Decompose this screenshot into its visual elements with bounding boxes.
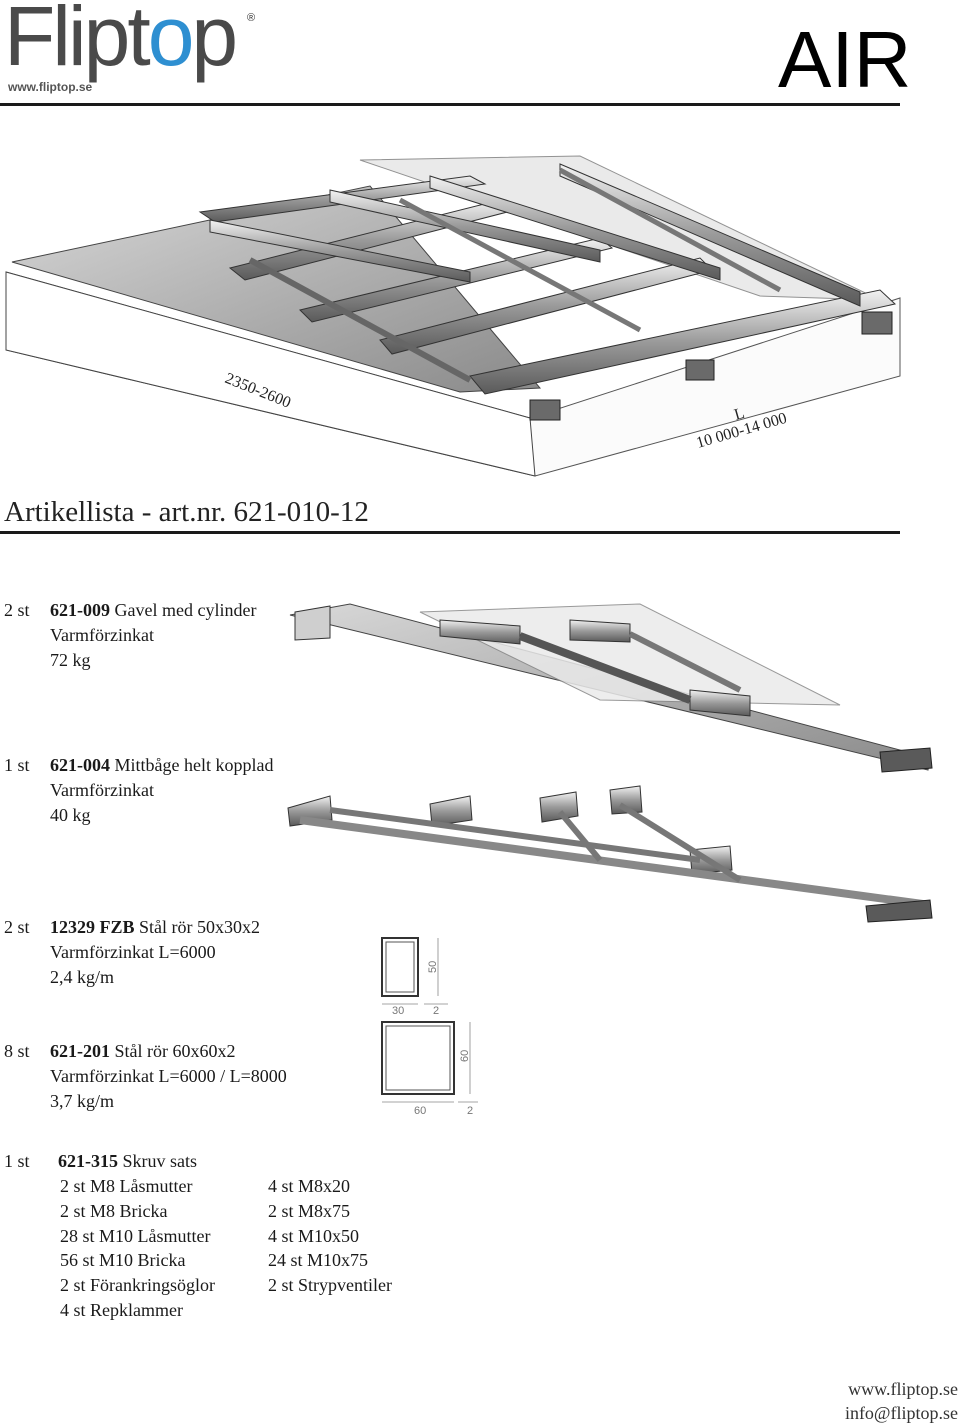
kit-part: 56 st M10 Bricka bbox=[60, 1250, 186, 1271]
profile-60x60-width-label: 60 bbox=[414, 1105, 426, 1117]
frame-assembly-drawing bbox=[5, 155, 901, 477]
profile-50x30-thickness-label: 2 bbox=[433, 1005, 439, 1017]
kit-part: 2 st M8 Låsmutter bbox=[60, 1176, 193, 1196]
fliptop-logo: Fliptop bbox=[4, 0, 238, 83]
item-weight: 2,4 kg/m bbox=[50, 967, 115, 987]
kit-part: 2 st Förankringsöglor bbox=[60, 1275, 215, 1296]
profile-60x60-thickness-label: 2 bbox=[467, 1105, 473, 1117]
profile-50x30-drawing bbox=[381, 937, 448, 1005]
kit-part: 4 st Repklammer bbox=[60, 1299, 183, 1320]
item-qty: 2 st bbox=[4, 917, 30, 937]
length-symbol-label: L bbox=[732, 405, 746, 424]
kit-qty: 1 st bbox=[4, 1151, 30, 1171]
item-code: 621-201 bbox=[50, 1041, 110, 1061]
item-finish: Varmförzinkat L=6000 / L=8000 bbox=[50, 1066, 287, 1086]
header-rule bbox=[0, 103, 900, 106]
product-title: AIR bbox=[778, 15, 912, 104]
item-qty: 8 st bbox=[4, 1041, 30, 1061]
kit-name: Skruv sats bbox=[122, 1151, 198, 1171]
kit-code: 621-315 bbox=[58, 1151, 118, 1171]
profile-50x30-height-label: 50 bbox=[427, 961, 439, 973]
kit-part: 4 st M10x50 bbox=[268, 1225, 360, 1246]
profile-60x60-drawing bbox=[381, 1021, 478, 1103]
kit-left-column: 2 st M8 Låsmutter 2 st M8 Bricka 28 st M… bbox=[60, 1174, 215, 1323]
item-name: Gavel med cylinder bbox=[114, 600, 257, 620]
registered-mark: ® bbox=[247, 12, 256, 24]
kit-right-column: 4 st M8x20 2 st M8x75 4 st M10x50 24 st … bbox=[268, 1174, 392, 1298]
list-item: 2 st 12329 FZB Stål rör 50x30x2 Varmförz… bbox=[0, 915, 370, 995]
logo-url: www.fliptop.se bbox=[8, 80, 93, 94]
footer-contact: www.fliptop.se info@fliptop.se bbox=[845, 1377, 958, 1425]
item-code: 621-009 bbox=[50, 600, 110, 620]
profile-60x60-height-label: 60 bbox=[459, 1050, 471, 1062]
item-qty: 2 st bbox=[4, 600, 30, 620]
list-item: 2 st 621-009 Gavel med cylinder Varmförz… bbox=[0, 598, 330, 678]
item-finish: Varmförzinkat bbox=[50, 625, 154, 645]
kit-part: 2 st M8 Bricka bbox=[60, 1200, 168, 1221]
item-code: 621-004 bbox=[50, 755, 110, 775]
article-list-heading: Artikellista - art.nr. 621-010-12 bbox=[4, 496, 369, 528]
kit-part: 2 st Strypventiler bbox=[268, 1275, 392, 1296]
item-name: Stål rör 60x60x2 bbox=[114, 1041, 236, 1061]
item-weight: 3,7 kg/m bbox=[50, 1091, 115, 1111]
kit-part: 2 st M8x75 bbox=[268, 1200, 351, 1221]
middle-arch-drawing bbox=[287, 785, 933, 923]
kit-part: 28 st M10 Låsmutter bbox=[60, 1225, 211, 1246]
gable-drawing bbox=[289, 603, 933, 773]
kit-part: 4 st M8x20 bbox=[268, 1176, 351, 1196]
list-item: 8 st 621-201 Stål rör 60x60x2 Varmförzin… bbox=[0, 1039, 370, 1119]
kit-part: 24 st M10x75 bbox=[268, 1250, 369, 1271]
footer-email-link[interactable]: info@fliptop.se bbox=[844, 1403, 958, 1423]
item-name: Stål rör 50x30x2 bbox=[139, 917, 261, 937]
list-item: 1 st 621-004 Mittbåge helt kopplad Varmf… bbox=[0, 753, 330, 833]
footer-website-link[interactable]: www.fliptop.se bbox=[848, 1379, 958, 1399]
item-finish: Varmförzinkat L=6000 bbox=[50, 942, 216, 962]
item-qty: 1 st bbox=[4, 755, 30, 775]
item-finish: Varmförzinkat bbox=[50, 780, 154, 800]
profile-50x30-width-label: 30 bbox=[392, 1005, 404, 1017]
item-name: Mittbåge helt kopplad bbox=[114, 755, 274, 775]
item-weight: 72 kg bbox=[50, 650, 91, 670]
bolt-kit: 1 st 621-315 Skruv sats 2 st M8 Låsmutte… bbox=[0, 1149, 460, 1329]
item-weight: 40 kg bbox=[50, 805, 91, 825]
heading-rule bbox=[0, 531, 900, 534]
item-code: 12329 FZB bbox=[50, 917, 135, 937]
